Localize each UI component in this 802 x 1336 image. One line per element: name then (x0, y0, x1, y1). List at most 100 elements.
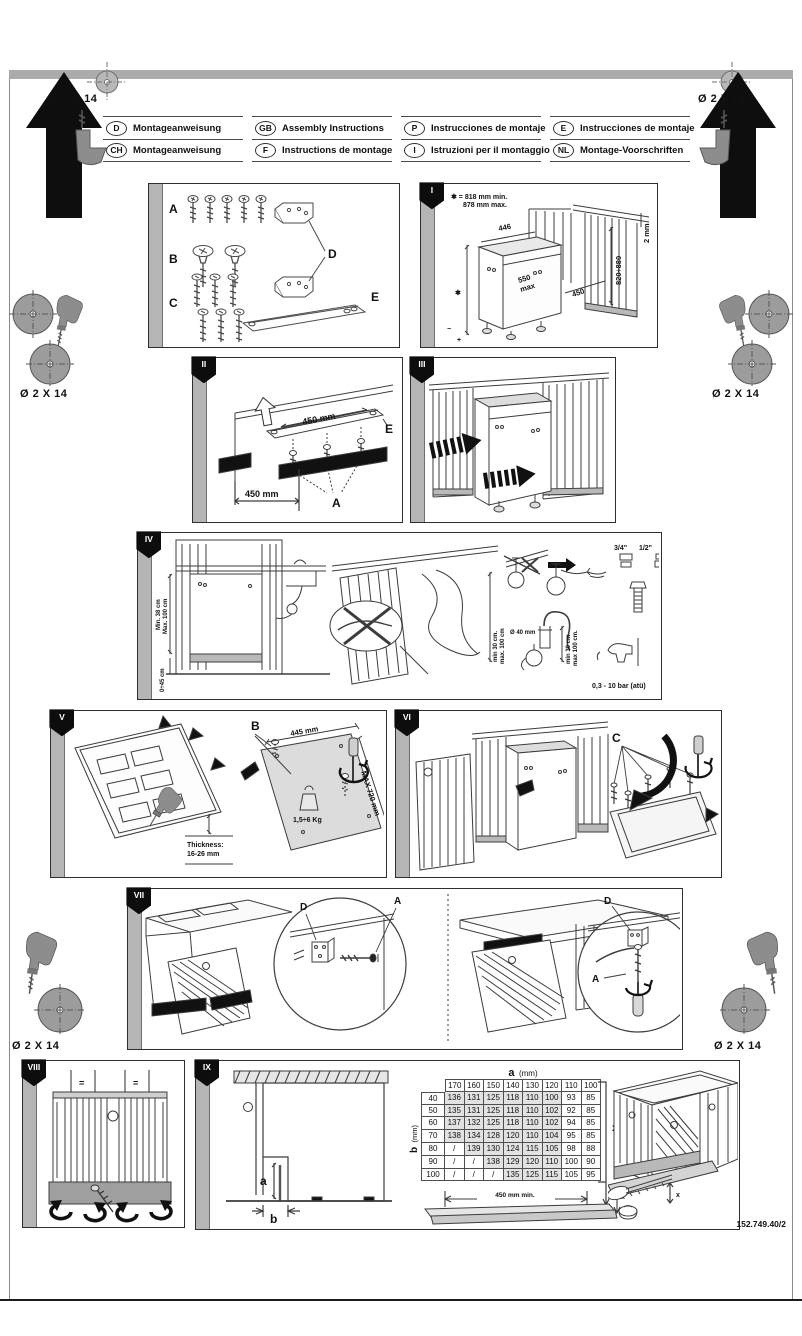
table-cell: 110 (523, 1091, 543, 1105)
up-arrow-icon (700, 72, 776, 218)
drill-icon (149, 787, 182, 827)
panel-side-bar (196, 1061, 210, 1229)
table-cell: 138 (445, 1130, 465, 1143)
part-label-e: E (371, 290, 379, 304)
crosshair-circle-icon (87, 62, 127, 102)
panel-side-bar (128, 889, 142, 1049)
table-cell: 138 (484, 1155, 504, 1169)
corner-bracket-icon (75, 110, 107, 166)
table-cell: 125 (523, 1168, 543, 1182)
label-e: E (385, 422, 393, 436)
size-table-title-a: a (508, 1067, 515, 1079)
plinth-strip-drawing: 450 mm min. x (424, 1189, 625, 1225)
panel-ix-sideview: a b (226, 1070, 392, 1225)
tool-cluster (9, 290, 83, 386)
panel-v-drawing: B 445 mm MAX 720 mm 1,5÷6 Kg Thickness: … (74, 714, 384, 865)
screwdriver-icon (624, 979, 654, 1017)
thickness-line1: Thickness: (187, 842, 224, 849)
panel-parts: A B C (148, 183, 400, 348)
language-label: Montageanweisung (133, 145, 222, 156)
crosshair-circle-icon (718, 984, 770, 1036)
label-b: B (251, 719, 260, 733)
dim-min30-right: min 30 cm (566, 635, 572, 664)
table-cell: 120 (503, 1130, 523, 1143)
screw-spec-label: Ø 2 X 14 (714, 1040, 762, 1052)
panel-viii-drawing: = = (48, 1070, 173, 1223)
part-label-c: C (169, 296, 178, 310)
strip-icon (241, 304, 367, 332)
screwdriver-icon (338, 737, 370, 784)
table-col-header: 100 (581, 1079, 601, 1092)
screws-a (187, 195, 267, 223)
panel-side-bar (149, 184, 163, 347)
weight-label: 1,5÷6 Kg (293, 817, 322, 824)
table-cell: 131 (464, 1104, 484, 1118)
language-code: CH (106, 143, 127, 158)
table-cell: 100 (562, 1155, 582, 1169)
fitting-34: 3/4" (614, 545, 627, 552)
table-row-header: 90 (421, 1155, 445, 1169)
table-cell: 110 (523, 1104, 543, 1118)
panel-side-bar (396, 711, 410, 877)
dim-550: 550 (517, 273, 532, 285)
panel-vi-drawing: C (415, 721, 719, 871)
drill-icon (56, 294, 83, 347)
crosshair-circle-icon (26, 340, 74, 386)
table-cell: 124 (503, 1142, 523, 1156)
table-cell: 139 (464, 1142, 484, 1156)
table-cell: 135 (503, 1168, 523, 1182)
screw-spec-label: Ø 2 X 14 (712, 388, 760, 400)
label-a-left: A (394, 896, 401, 907)
table-row-header: 60 (421, 1117, 445, 1131)
striped-arrow-icon (483, 465, 536, 489)
language-cell: CH Montageanweisung (103, 139, 243, 162)
plus-mark: + (457, 337, 461, 344)
top-bar (9, 70, 793, 79)
language-code: P (404, 120, 425, 136)
faucet-icon (596, 638, 639, 666)
weight-icon (299, 785, 319, 811)
panel-i: I ✱ = 818 mm min. 878 mm max. ✱ (419, 182, 658, 348)
table-cell: 125 (484, 1104, 504, 1118)
table-row-header: 80 (421, 1142, 445, 1156)
table-cell: 92 (562, 1104, 582, 1118)
table-cell: / (464, 1168, 484, 1182)
language-code: NL (553, 143, 574, 158)
table-cell: 118 (503, 1117, 523, 1131)
screw-spec-label: Ø 2 X 14 (20, 388, 68, 400)
crosshair-circle-icon (9, 290, 57, 338)
table-cell: 105 (562, 1168, 582, 1182)
table-cell: 115 (523, 1142, 543, 1156)
table-cell: / (445, 1168, 465, 1182)
label-a: a (260, 1174, 267, 1188)
parts-drawing: A B C (169, 195, 379, 342)
table-cell: 85 (581, 1091, 601, 1105)
dim-max100-right: max 100 cm. (573, 630, 579, 666)
dim-min30-mid: min 30 cm. (493, 631, 499, 662)
table-cell: 98 (562, 1142, 582, 1156)
table-cell: 125 (484, 1117, 504, 1131)
language-label: Assembly Instructions (282, 122, 384, 134)
table-cell: 130 (484, 1142, 504, 1156)
table-col-header: 110 (562, 1079, 582, 1092)
table-row-header: 100 (421, 1168, 445, 1182)
table-cell: 102 (542, 1104, 562, 1118)
language-label: Istruzioni per il montaggio (431, 145, 550, 156)
language-label: Instrucciones de montaje (580, 122, 695, 134)
dim-820-880: 820÷880 (614, 256, 623, 285)
table-cell: 95 (581, 1168, 601, 1182)
dim-d40: Ø 40 mm (510, 630, 535, 636)
table-cell: 100 (542, 1091, 562, 1105)
panel-side-bar (51, 711, 65, 877)
dim-2mm: 2 mm (642, 223, 651, 243)
table-cell: 105 (542, 1142, 562, 1156)
screws-c (191, 273, 245, 342)
dim-446: 446 (498, 222, 512, 233)
